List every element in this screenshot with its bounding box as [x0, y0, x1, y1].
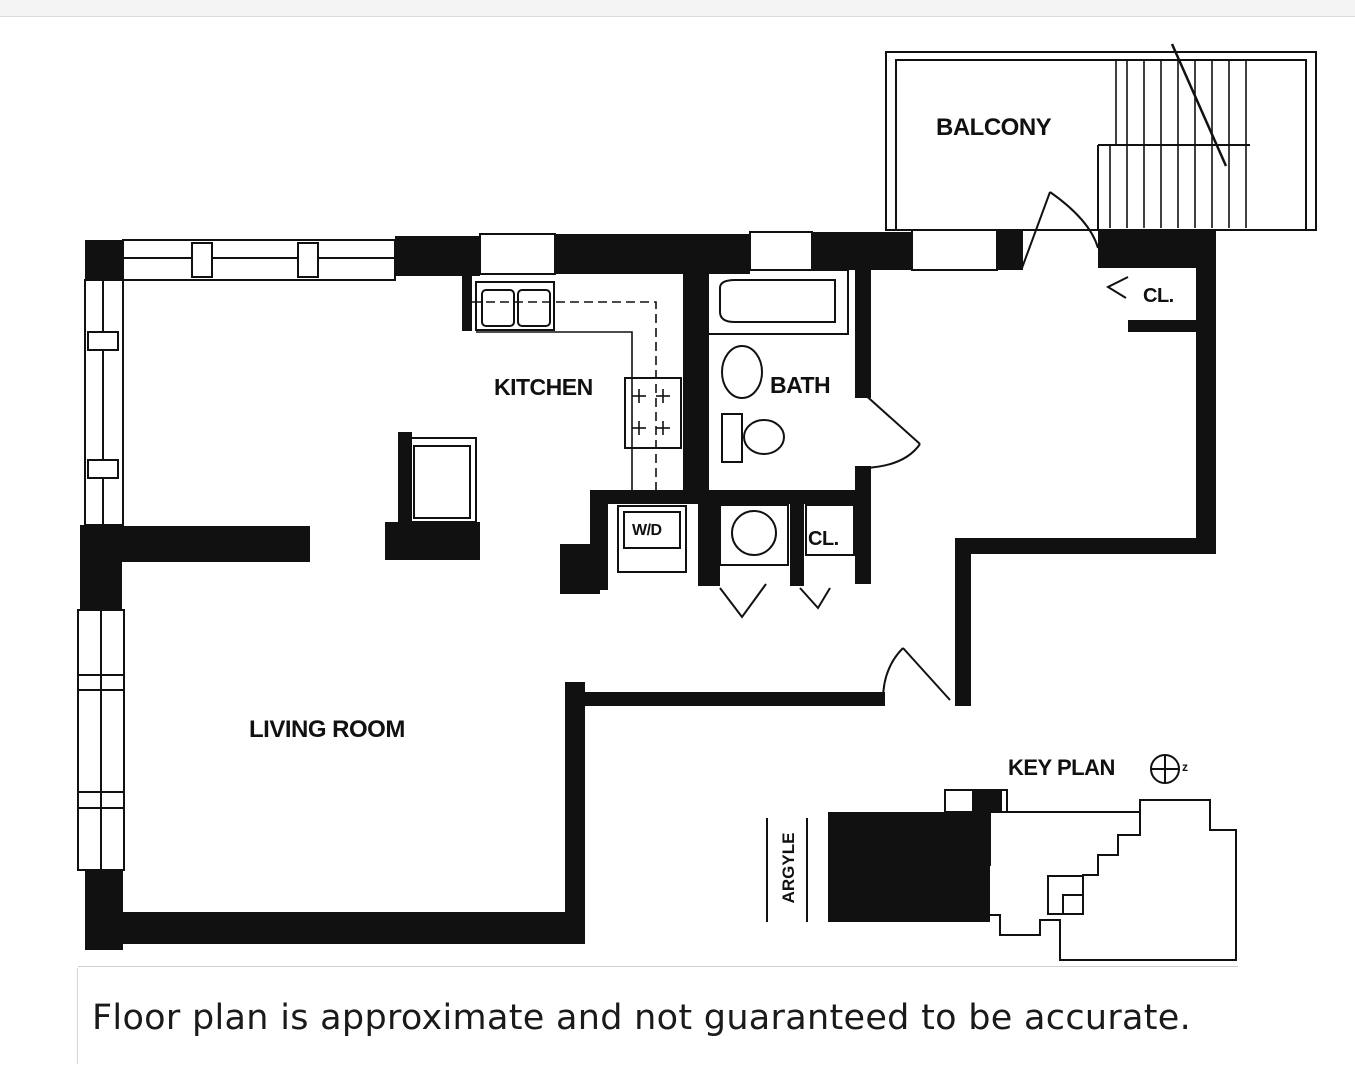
windows-and-fixtures — [77, 51, 1317, 961]
compass-letter: z — [1182, 760, 1188, 774]
hall-closet-label: CL. — [808, 528, 839, 550]
living-room-label: LIVING ROOM — [249, 716, 405, 743]
key-plan-fills — [828, 790, 1002, 922]
caption-divider — [78, 966, 1238, 967]
thick-walls — [80, 230, 1216, 950]
kitchen-label: KITCHEN — [494, 374, 593, 400]
street-label: ARGYLE — [779, 832, 798, 904]
stair-treads — [1109, 43, 1247, 228]
balcony-label: BALCONY — [936, 114, 1052, 141]
key-plan-title: KEY PLAN — [1008, 755, 1115, 780]
bath-label: BATH — [770, 372, 831, 398]
cooktop-burners — [632, 389, 670, 435]
caption-left-rule — [77, 968, 78, 1064]
top-strip — [0, 0, 1355, 17]
entry-closet-label: CL. — [1143, 285, 1174, 307]
disclaimer-caption: Floor plan is approximate and not guaran… — [92, 998, 1192, 1038]
washer-dryer-label: W/D — [632, 522, 662, 539]
